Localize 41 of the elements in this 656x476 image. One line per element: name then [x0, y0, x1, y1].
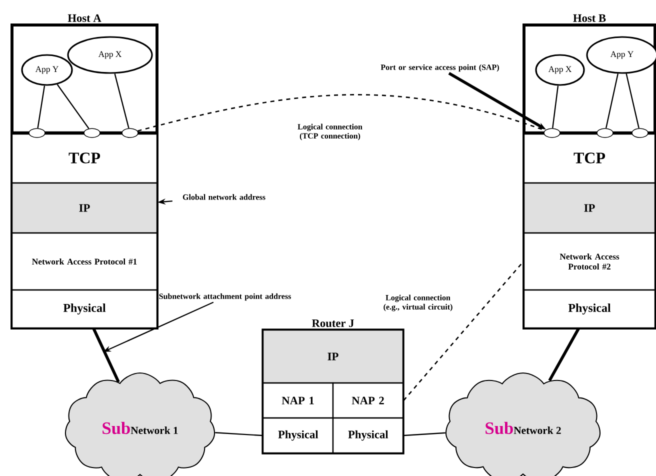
port-circle: [84, 128, 100, 138]
edge-label: Logical connection (TCP connection): [298, 124, 362, 140]
protocol-layer-box: IP: [523, 182, 656, 234]
protocol-layer-box: Physical: [523, 289, 656, 329]
protocol-layer-box: Physical: [11, 289, 158, 329]
protocol-layer-box: NAP 2: [332, 382, 404, 419]
port-circle: [544, 128, 560, 138]
connector-line: [552, 86, 559, 128]
connector-line: [548, 328, 580, 382]
connector-line: [403, 261, 524, 401]
node-label: App Y: [610, 51, 634, 59]
port-circle: [122, 128, 138, 138]
protocol-layer-box: IP: [11, 182, 158, 234]
router-title: Router J: [312, 320, 354, 328]
connector-line: [404, 432, 446, 436]
port-circle: [632, 128, 648, 138]
protocol-layer-box: Physical: [262, 417, 334, 454]
port-circle: [28, 128, 46, 138]
protocol-layer-box: IP: [262, 329, 404, 384]
protocol-layer-box: Physical: [332, 417, 404, 454]
subnetwork-cloud: SubNetwork 1: [64, 372, 216, 476]
edge-label: Logical connection (e.g., virtual circuit): [384, 294, 452, 312]
connector-line: [605, 74, 619, 128]
connector-line: [56, 84, 90, 129]
connector-line: [37, 86, 46, 128]
port-circle: [596, 128, 614, 138]
protocol-layer-box: Network Access Protocol #1: [11, 232, 158, 291]
connector-line: [626, 74, 640, 128]
callout-text: Port or service access point (SAP): [380, 64, 499, 72]
connector-line: [215, 432, 262, 436]
callout-text: Subnetwork attachment point address: [159, 293, 291, 301]
callout-text: Global network address: [182, 194, 266, 200]
host-title: Host B: [573, 14, 606, 22]
protocol-layer-box: NAP 1: [262, 382, 334, 419]
connector-line: [114, 74, 130, 128]
protocol-layer-box: Network Access Protocol #2: [523, 232, 656, 291]
host-title: Host A: [68, 14, 102, 22]
protocol-layer-box: TCP: [11, 132, 158, 184]
protocol-layer-box: TCP: [523, 132, 656, 184]
connector-line: [92, 328, 120, 383]
subnetwork-cloud: SubNetwork 2: [445, 372, 601, 476]
